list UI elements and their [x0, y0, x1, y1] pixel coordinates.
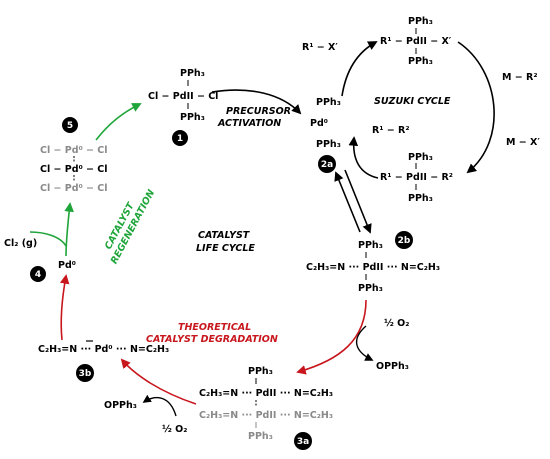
svg-text:PPh₃: PPh₃	[248, 366, 273, 377]
oxidative-addition-complex: PPh₃ R¹ − PdII − X′ PPh₃	[380, 16, 452, 67]
arrow-2b-to-2a	[334, 171, 361, 233]
byproduct-opph3-b: OPPh₃	[104, 400, 137, 411]
svg-text:2b: 2b	[398, 236, 411, 246]
suzuki-cycle-label: SUZUKI CYCLE	[374, 96, 451, 107]
svg-text:Cl − Pd⁰ − Cl: Cl − Pd⁰ − Cl	[40, 145, 108, 156]
svg-text:PRECURSOR: PRECURSOR	[226, 106, 291, 117]
svg-text:CATALYST DEGRADATION: CATALYST DEGRADATION	[146, 334, 278, 345]
precursor-activation-label: PRECURSOR ACTIVATION	[217, 106, 291, 129]
arrow-oxadd-to-tm	[457, 41, 495, 174]
arrow-4-to-5	[64, 202, 74, 257]
svg-text:3a: 3a	[297, 437, 309, 447]
life-cycle-label: CATALYST LIFE CYCLE	[196, 230, 255, 254]
svg-text:R¹ − PdII − R²: R¹ − PdII − R²	[380, 172, 453, 183]
svg-text:PPh₃: PPh₃	[408, 152, 433, 163]
product-r1r2: R¹ − R²	[372, 125, 410, 136]
svg-text:PPh₃: PPh₃	[408, 193, 433, 204]
svg-text:ACTIVATION: ACTIVATION	[217, 118, 281, 129]
svg-text:2a: 2a	[321, 160, 333, 170]
svg-text:Cl − Pd⁰ − Cl: Cl − Pd⁰ − Cl	[40, 164, 108, 175]
badge-5	[62, 117, 78, 133]
svg-text:Cl − Pd⁰ − Cl: Cl − Pd⁰ − Cl	[40, 183, 108, 194]
reagent-half-o2-b: ½ O₂	[162, 424, 187, 435]
svg-text:PPh₃: PPh₃	[316, 139, 341, 150]
arrow-3b-to-4	[59, 274, 70, 341]
svg-text:4: 4	[35, 270, 41, 280]
byproduct-mx: M − X′	[506, 137, 540, 148]
svg-text:C₂H₃=N ··· PdII ··· N=C₂H₃: C₂H₃=N ··· PdII ··· N=C₂H₃	[306, 262, 440, 273]
svg-text:THEORETICAL: THEORETICAL	[178, 322, 251, 333]
regeneration-label: CATALYST REGENERATION	[103, 188, 157, 266]
arrow-2a-to-oxadd	[341, 41, 378, 97]
compound-5: 5 Cl − Pd⁰ − Cl Cl − Pd⁰ − Cl Cl − Pd⁰ −…	[40, 117, 108, 194]
reagent-half-o2-a: ½ O₂	[384, 318, 409, 329]
svg-text:PPh₃: PPh₃	[316, 97, 341, 108]
arrow-to-opph3-a	[355, 325, 374, 361]
reagent-cl2: Cl₂ (g)	[4, 238, 37, 249]
svg-text:Cl − PdII − Cl: Cl − PdII − Cl	[148, 91, 218, 102]
svg-text:LIFE CYCLE: LIFE CYCLE	[196, 243, 255, 254]
compound-3a: PPh₃ C₂H₃=N ··· PdII ··· N=C₂H₃ C₂H₃=N ·…	[199, 366, 333, 450]
compound-2b: 2b PPh₃ C₂H₃=N ··· PdII ··· N=C₂H₃ PPh₃	[306, 231, 440, 294]
byproduct-opph3-a: OPPh₃	[376, 361, 409, 372]
svg-text:CATALYST: CATALYST	[198, 230, 251, 241]
svg-text:PPh₃: PPh₃	[358, 240, 383, 251]
svg-text:Pd⁰: Pd⁰	[310, 118, 328, 129]
badge-2b	[395, 231, 413, 249]
compound-1: PPh₃ Cl − PdII − Cl PPh₃ 1	[148, 68, 218, 146]
arrow-3a-to-3b	[120, 358, 197, 405]
svg-text:C₂H₃=N ··· PdII ··· N=C₂H₃: C₂H₃=N ··· PdII ··· N=C₂H₃	[199, 410, 333, 421]
arrow-cl2-in	[29, 231, 67, 247]
svg-text:3b: 3b	[79, 369, 92, 379]
svg-text:PPh₃: PPh₃	[408, 16, 433, 27]
compound-2a: PPh₃ Pd⁰ PPh₃ 2a	[310, 97, 341, 173]
svg-text:5: 5	[67, 121, 73, 131]
svg-text:1: 1	[177, 134, 183, 144]
compound-4: Pd⁰ 4	[30, 260, 76, 282]
compound-3b: C₂H₃=N ··· Pd⁰ ··· N=C₂H₃ 3b	[38, 340, 169, 382]
badge-2a	[318, 155, 336, 173]
arrow-2a-to-2b	[344, 169, 372, 234]
badge-3a	[294, 432, 312, 450]
reagent-r1x: R¹ − X′	[302, 42, 338, 53]
badge-3b	[76, 364, 94, 382]
svg-text:C₂H₃=N ··· PdII ··· N=C₂H₃: C₂H₃=N ··· PdII ··· N=C₂H₃	[199, 388, 333, 399]
degradation-label: THEORETICAL CATALYST DEGRADATION	[146, 322, 278, 345]
svg-text:PPh₃: PPh₃	[408, 56, 433, 67]
svg-text:PPh₃: PPh₃	[358, 283, 383, 294]
arrow-tm-to-2a	[348, 136, 379, 179]
transmetalation-complex: PPh₃ R¹ − PdII − R² PPh₃	[380, 152, 453, 204]
arrow-to-opph3-b	[142, 394, 177, 417]
svg-text:PPh₃: PPh₃	[180, 112, 205, 123]
arrow-5-to-1	[95, 103, 142, 141]
svg-text:PPh₃: PPh₃	[180, 68, 205, 79]
svg-text:PPh₃: PPh₃	[248, 431, 273, 442]
reagent-mr2: M − R²	[502, 72, 538, 83]
precursor-activation-arrow	[211, 89, 302, 115]
svg-text:Pd⁰: Pd⁰	[58, 260, 76, 271]
svg-text:C₂H₃=N ··· Pd⁰ ··· N=C₂H₃: C₂H₃=N ··· Pd⁰ ··· N=C₂H₃	[38, 344, 169, 355]
badge-4	[30, 266, 46, 282]
svg-text:R¹ − PdII − X′: R¹ − PdII − X′	[380, 36, 452, 47]
arrow-2b-to-3a	[296, 299, 367, 375]
badge-1	[172, 130, 188, 146]
